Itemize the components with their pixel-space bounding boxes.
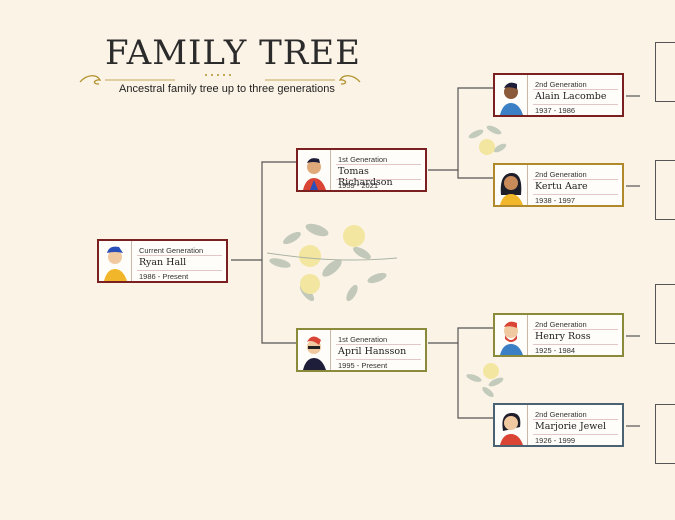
next-generation-connector: [655, 404, 675, 464]
person-card-paternal-grandfather[interactable]: 2nd Generation Alain Lacombe 1937 - 1986: [493, 73, 624, 117]
avatar: [495, 75, 528, 115]
person-card-paternal-grandmother[interactable]: 2nd Generation Kertu Aare 1938 - 1997: [493, 163, 624, 207]
person-name: Ryan Hall: [139, 257, 187, 268]
generation-label: Current Generation: [139, 246, 204, 255]
page-subtitle: Ancestral family tree up to three genera…: [119, 83, 335, 95]
page-title: FAMILY TREE: [105, 33, 362, 73]
person-name: Kertu Aare: [535, 181, 588, 192]
person-name: Tomas Richardson: [338, 166, 393, 188]
foliage-small-top-icon: [468, 125, 507, 155]
generation-label: 2nd Generation: [535, 320, 587, 329]
avatar: [495, 405, 528, 445]
generation-label: 1st Generation: [338, 155, 388, 164]
avatar: [495, 315, 528, 355]
title-ornament-icon: [79, 74, 361, 85]
generation-label: 2nd Generation: [535, 410, 587, 419]
generation-label: 1st Generation: [338, 335, 388, 344]
generation-label: 2nd Generation: [535, 170, 587, 179]
person-name: Marjorie Jewel: [535, 421, 607, 432]
person-years: 1995 - Present: [338, 361, 388, 370]
avatar: [99, 241, 132, 281]
person-years: 1938 - 1997: [535, 196, 576, 205]
foliage-small-bottom-icon: [466, 363, 504, 398]
person-name: Henry Ross: [535, 331, 591, 342]
foliage-decoration-icon: [266, 223, 398, 302]
person-years: 1937 - 1986: [535, 106, 576, 115]
next-generation-connector: [655, 284, 675, 344]
person-name: Alain Lacombe: [535, 91, 607, 102]
next-generation-connector: [655, 42, 675, 102]
person-years: 1986 - Present: [139, 272, 189, 281]
generation-label: 2nd Generation: [535, 80, 587, 89]
avatar: [495, 165, 528, 205]
avatar: [298, 330, 331, 370]
person-years: 1959 - 2021: [338, 181, 379, 190]
person-card-father[interactable]: 1st Generation Tomas Richardson 1959 - 2…: [296, 148, 427, 192]
person-name: April Hansson: [338, 346, 407, 357]
avatar: [298, 150, 331, 190]
next-generation-connector: [655, 160, 675, 220]
person-card-maternal-grandfather[interactable]: 2nd Generation Henry Ross 1925 - 1984: [493, 313, 624, 357]
person-card-current[interactable]: Current Generation Ryan Hall 1986 - Pres…: [97, 239, 228, 283]
person-card-maternal-grandmother[interactable]: 2nd Generation Marjorie Jewel 1926 - 199…: [493, 403, 624, 447]
person-years: 1925 - 1984: [535, 346, 576, 355]
person-card-mother[interactable]: 1st Generation April Hansson 1995 - Pres…: [296, 328, 427, 372]
person-years: 1926 - 1999: [535, 436, 576, 445]
